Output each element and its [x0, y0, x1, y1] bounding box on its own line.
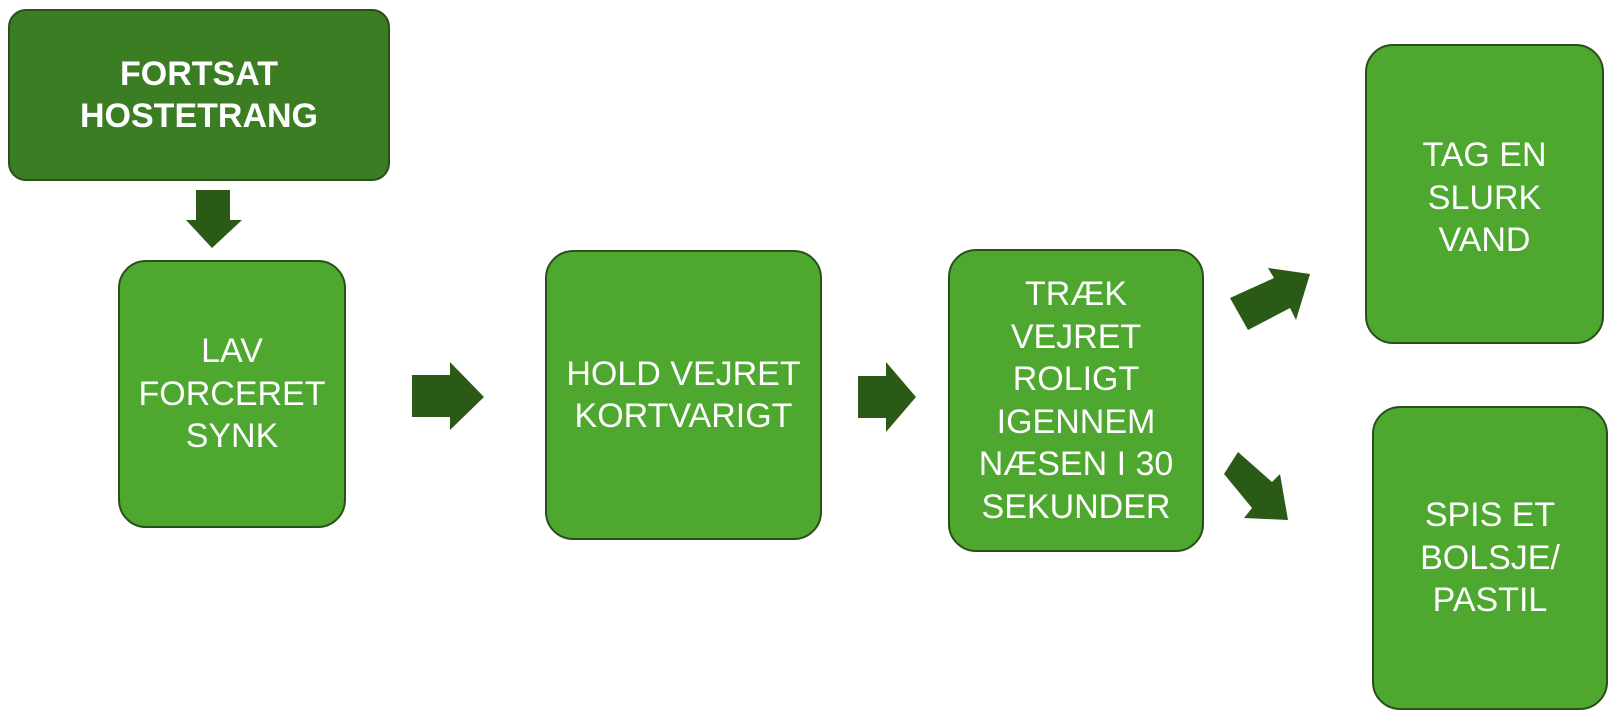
arrow-up-right	[1230, 268, 1310, 330]
node-label: SPIS ET BOLSJE/ PASTIL	[1420, 496, 1560, 620]
node-hold-vejret: HOLD VEJRET KORTVARIGT	[545, 250, 822, 540]
node-label: TRÆK VEJRET ROLIGT IGENNEM NÆSEN I 30 SE…	[978, 275, 1174, 526]
arrow-down	[186, 190, 242, 248]
arrow-right-2	[858, 362, 916, 432]
node-label: HOLD VEJRET KORTVARIGT	[566, 354, 801, 436]
node-spis-et-bolsje: SPIS ET BOLSJE/ PASTIL	[1372, 406, 1608, 710]
node-fortsat-hostetrang: FORTSAT HOSTETRANG	[8, 9, 390, 181]
arrow-right-1	[412, 362, 484, 430]
node-label: FORTSAT HOSTETRANG	[80, 54, 318, 136]
node-label: TAG EN SLURK VAND	[1422, 136, 1547, 259]
arrow-down-right	[1224, 452, 1288, 520]
node-label: LAV FORCERET SYNK	[138, 332, 326, 456]
node-traek-vejret: TRÆK VEJRET ROLIGT IGENNEM NÆSEN I 30 SE…	[948, 249, 1204, 552]
node-lav-forceret-synk: LAV FORCERET SYNK	[118, 260, 346, 528]
node-tag-en-slurk-vand: TAG EN SLURK VAND	[1365, 44, 1604, 344]
